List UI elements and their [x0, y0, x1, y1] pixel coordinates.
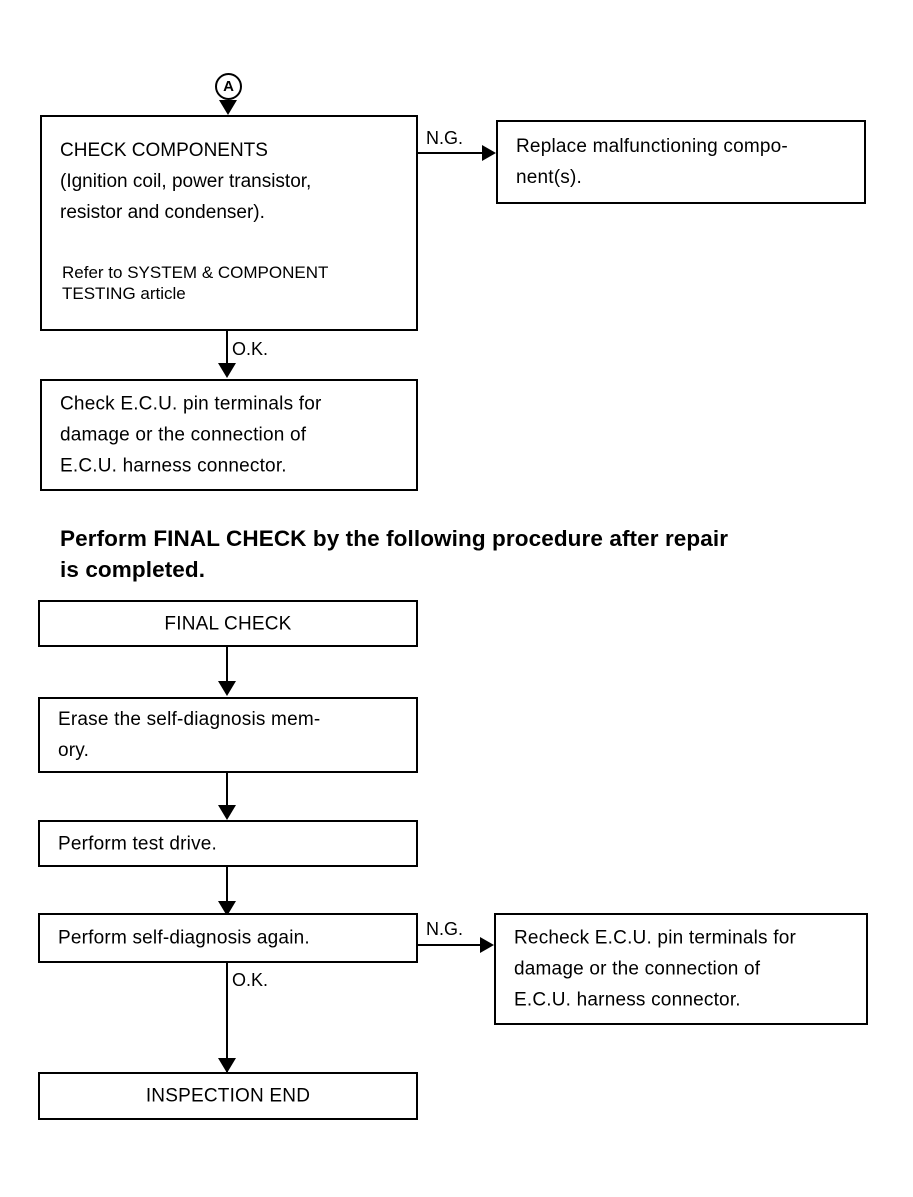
edge-self-diagnosis-ng-arrowhead [480, 937, 494, 953]
node-erase-memory[interactable]: Erase the self-diagnosis mem- ory. [38, 697, 418, 773]
edge-check-components-ng-line [418, 152, 486, 154]
edge-erase-to-test-drive-arrowhead [218, 805, 236, 820]
node-replace-component-text: Replace malfunctioning compo- nent(s). [516, 136, 788, 188]
edge-erase-to-test-drive-line [226, 773, 228, 811]
connector-label-a: A [223, 78, 234, 95]
edge-label-self-diagnosis-ng: N.G. [426, 919, 464, 939]
node-inspection-end-text: INSPECTION END [145, 1085, 311, 1107]
edge-label-check-components-ng: N.G. [426, 128, 464, 148]
node-recheck-ecu-pins-text: Recheck E.C.U. pin terminals for damage … [514, 927, 796, 1011]
node-test-drive-text: Perform test drive. [58, 833, 218, 854]
edge-test-drive-to-self-diagnosis-arrowhead [218, 901, 236, 916]
edge-test-drive-to-self-diagnosis-line [226, 867, 228, 903]
final-check-heading: Perform FINAL CHECK by the following pro… [60, 526, 729, 582]
node-check-ecu-pins-text: Check E.C.U. pin terminals for damage or… [60, 393, 322, 477]
connector-circle-a: A [215, 73, 242, 100]
edge-self-diagnosis-ok-line [226, 963, 228, 1073]
node-test-drive[interactable]: Perform test drive. [38, 820, 418, 867]
node-self-diagnosis-again-text: Perform self-diagnosis again. [58, 927, 310, 949]
node-check-ecu-pins[interactable]: Check E.C.U. pin terminals for damage or… [40, 379, 418, 491]
edge-check-components-ok-arrowhead [218, 363, 236, 378]
edge-self-diagnosis-ok-arrowhead [218, 1058, 236, 1073]
edge-check-components-ok-line [226, 331, 228, 365]
edge-check-components-ng-arrowhead [482, 145, 496, 161]
node-check-components-secondary-text: Refer to SYSTEM & COMPONENT TESTING arti… [62, 263, 329, 303]
node-erase-memory-text: Erase the self-diagnosis mem- ory. [58, 709, 321, 761]
node-recheck-ecu-pins[interactable]: Recheck E.C.U. pin terminals for damage … [494, 913, 868, 1025]
connector-a-arrowhead [219, 100, 237, 115]
node-replace-component[interactable]: Replace malfunctioning compo- nent(s). [496, 120, 866, 204]
edge-self-diagnosis-ng-line [418, 944, 484, 946]
node-self-diagnosis-again[interactable]: Perform self-diagnosis again. [38, 913, 418, 963]
node-final-check[interactable]: FINAL CHECK [38, 600, 418, 647]
edge-final-check-to-erase-line [226, 647, 228, 683]
node-final-check-text: FINAL CHECK [164, 613, 292, 634]
edge-label-self-diagnosis-ok: O.K. [232, 970, 269, 990]
node-check-components[interactable]: CHECK COMPONENTS (Ignition coil, power t… [40, 115, 418, 331]
edge-label-check-components-ok: O.K. [232, 339, 269, 359]
node-check-components-primary-text: CHECK COMPONENTS (Ignition coil, power t… [60, 140, 312, 223]
node-inspection-end[interactable]: INSPECTION END [38, 1072, 418, 1120]
edge-final-check-to-erase-arrowhead [218, 681, 236, 696]
